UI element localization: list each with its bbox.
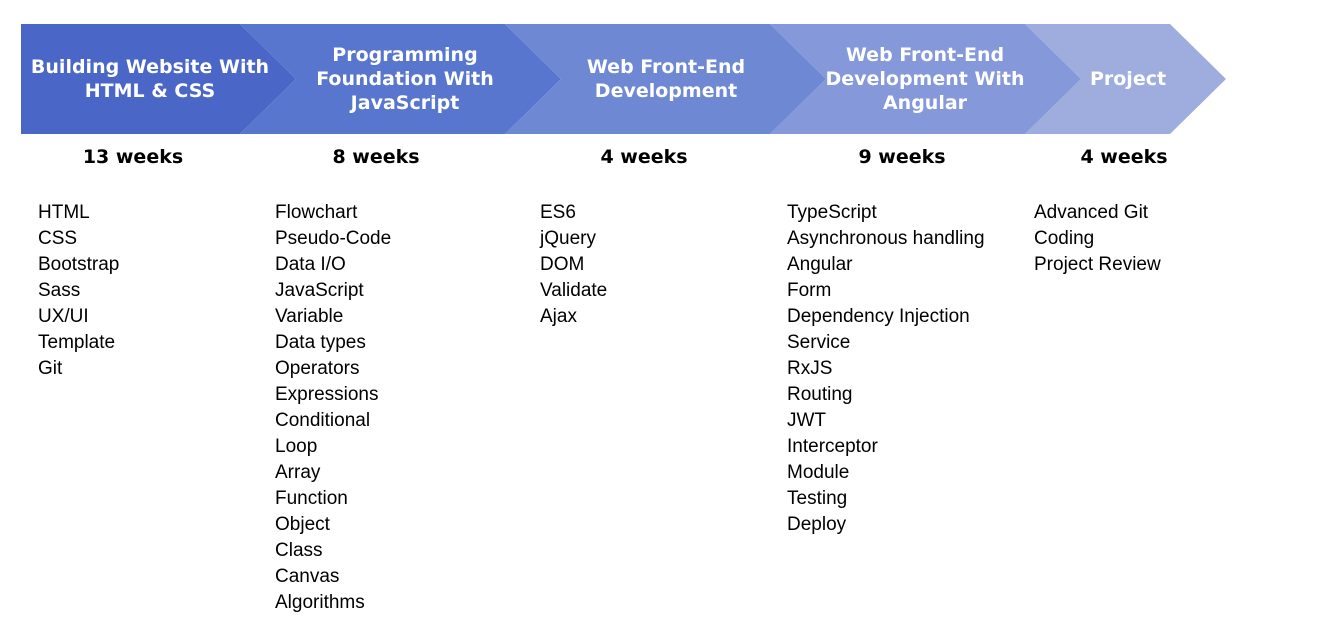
topic-item: Data I/O [275, 254, 346, 275]
topic-item: Asynchronous handling [787, 228, 985, 249]
phase-3-duration: 4 weeks [600, 146, 688, 168]
phase-4-chevron [770, 24, 1081, 134]
topic-item: Pseudo-Code [275, 228, 392, 249]
topic-item: Form [787, 280, 832, 301]
topic-item: Git [38, 358, 63, 379]
topic-item: Interceptor [787, 436, 878, 457]
phase-2-title: Programming Foundation With JavaScript [316, 44, 494, 114]
phase-4-duration: 9 weeks [858, 146, 946, 168]
topic-item: Loop [275, 436, 318, 457]
topic-item: CSS [38, 228, 78, 249]
topic-item: Array [275, 462, 321, 483]
topic-item: ES6 [540, 202, 576, 223]
topic-item: Project Review [1034, 254, 1161, 275]
topic-item: Bootstrap [38, 254, 120, 275]
topic-item: TypeScript [787, 202, 877, 223]
topic-item: Expressions [275, 384, 379, 405]
topic-item: DOM [540, 254, 585, 275]
topic-item: Coding [1034, 228, 1095, 249]
topic-item: Dependency Injection [787, 306, 970, 327]
topic-item: Class [275, 540, 323, 561]
topic-item: Object [275, 514, 330, 535]
topic-item: Variable [275, 306, 344, 327]
topic-item: Routing [787, 384, 853, 405]
phase-5-chevron [1025, 24, 1226, 134]
phase-1-chevron [21, 24, 296, 134]
topic-item: HTML [38, 202, 90, 223]
phase-3-chevron [505, 24, 826, 134]
topic-item: Flowchart [275, 202, 358, 223]
phase-2-chevron [240, 24, 561, 134]
topic-item: RxJS [787, 358, 833, 379]
phase-1-duration: 13 weeks [82, 146, 184, 168]
topic-item: Operators [275, 358, 360, 379]
topic-item: Testing [787, 488, 848, 509]
topic-item: Ajax [540, 306, 577, 327]
phase-5-duration: 4 weeks [1080, 146, 1168, 168]
topic-item: Validate [540, 280, 608, 301]
topic-item: Canvas [275, 566, 340, 587]
topic-item: Template [38, 332, 116, 353]
phase-3-title: Web Front-End Development [586, 56, 746, 102]
topic-item: Function [275, 488, 348, 509]
topic-item: JWT [787, 410, 827, 431]
topic-item: Conditional [275, 410, 371, 431]
phase-2-duration: 8 weeks [332, 146, 420, 168]
phase-1-title: Building Website With HTML & CSS [30, 56, 270, 102]
topic-item: Algorithms [275, 592, 365, 613]
topic-item: Service [787, 332, 851, 353]
phase-4-title: Web Front-End Development With Angular [825, 44, 1025, 114]
topic-item: Data types [275, 332, 366, 353]
topic-item: Sass [38, 280, 81, 301]
topic-item: Advanced Git [1034, 202, 1149, 223]
phase-5-title: Project [1089, 68, 1167, 90]
topic-item: UX/UI [38, 306, 89, 327]
topic-item: Angular [787, 254, 853, 275]
topic-item: Deploy [787, 514, 847, 535]
topic-item: jQuery [540, 228, 596, 249]
topic-item: Module [787, 462, 850, 483]
topic-item: JavaScript [275, 280, 364, 301]
